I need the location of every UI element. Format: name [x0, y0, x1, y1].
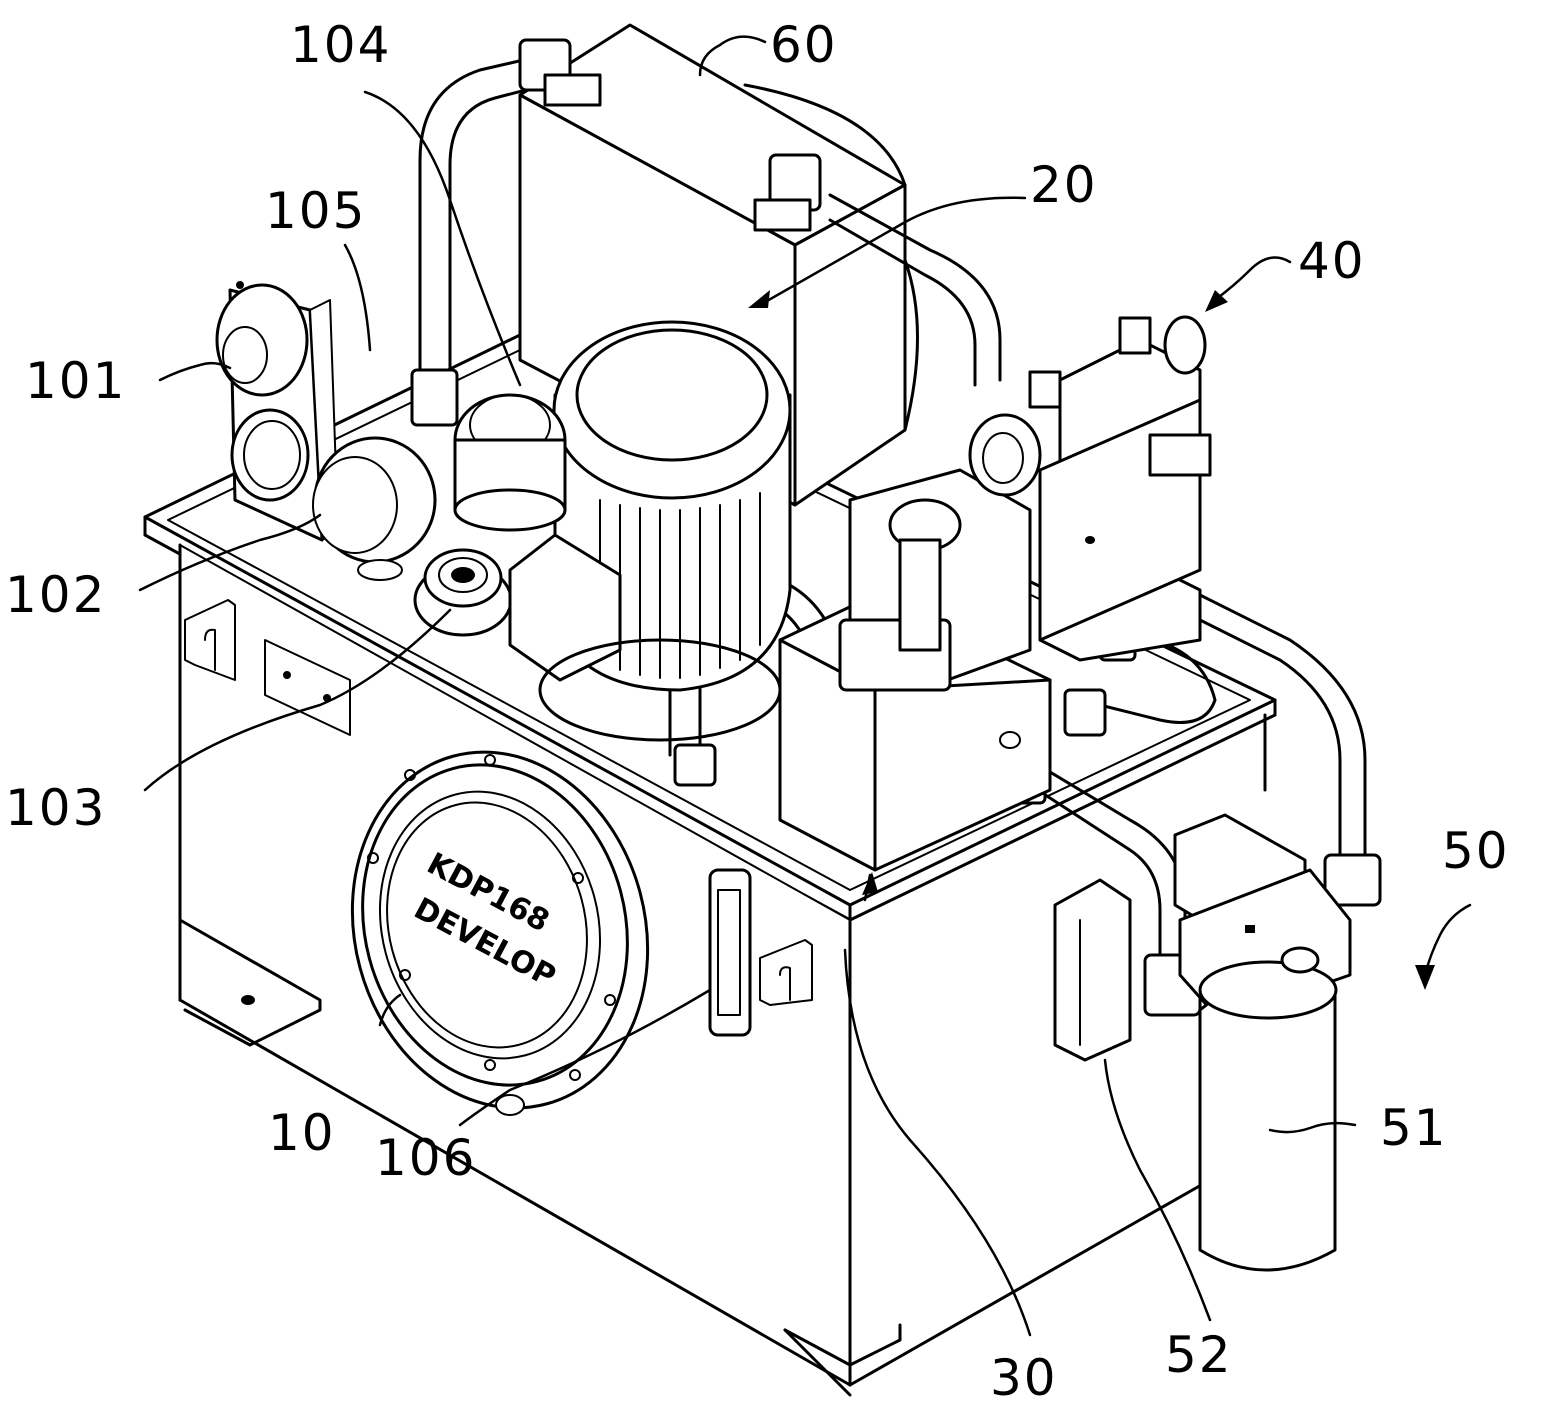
- label-51: 51: [1380, 1099, 1448, 1157]
- label-104: 104: [290, 16, 391, 74]
- leader-lines: [138, 35, 1472, 1337]
- instrument-panel: [215, 281, 437, 581]
- label-101: 101: [25, 352, 126, 410]
- label-10: 10: [268, 1104, 336, 1162]
- label-106: 106: [375, 1129, 476, 1187]
- label-40: 40: [1298, 232, 1366, 290]
- cleanout-cover: KDP168 DEVELOP: [350, 750, 650, 1116]
- solenoid-valve: [968, 315, 1212, 662]
- label-102: 102: [5, 566, 106, 624]
- label-20: 20: [1030, 156, 1098, 214]
- reference-labels: 60 104 105 20 40 101 102 103 50 10 106 5…: [5, 16, 1510, 1407]
- offline-filter: [1053, 813, 1352, 1272]
- label-52: 52: [1165, 1326, 1233, 1384]
- label-103: 103: [5, 779, 106, 837]
- label-60: 60: [770, 16, 838, 74]
- breather-cap: [413, 548, 513, 637]
- label-105: 105: [265, 182, 366, 240]
- level-gauge: [708, 868, 752, 1037]
- label-50: 50: [1442, 822, 1510, 880]
- return-filter: [453, 393, 567, 532]
- label-30: 30: [990, 1349, 1058, 1407]
- valve-block: [778, 468, 1052, 872]
